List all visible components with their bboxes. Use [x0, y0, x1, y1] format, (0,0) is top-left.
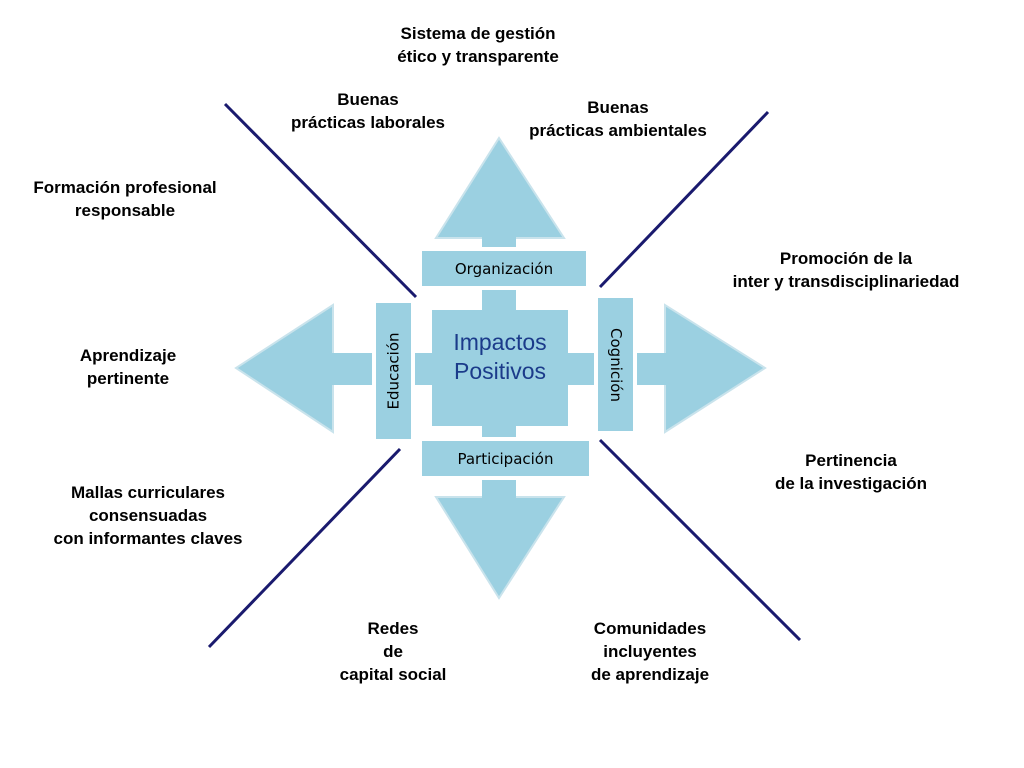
arrow-up [434, 136, 566, 239]
center-title-line-2: Positivos [453, 358, 547, 384]
divider-line-bottom-left [207, 447, 402, 649]
label-promocion: Promoción de la inter y transdisciplinar… [732, 249, 960, 291]
divider-line-top-left [223, 102, 418, 299]
box-cognicion: Cognición [598, 298, 633, 431]
box-organizacion: Organización [422, 251, 586, 286]
label-pertinencia: Pertinencia de la investigación [774, 451, 928, 493]
label-formacion: Formación profesional responsable [33, 178, 217, 220]
center-title: Impactos Positivos [453, 328, 546, 386]
box-educacion: Educación [376, 303, 411, 439]
divider-line-top-right [598, 110, 770, 289]
label-redes: Redes de capital social [339, 619, 447, 684]
label-practicas-laborales: Buenas prácticas laborales [290, 90, 446, 132]
box-participacion-label: Participación [457, 449, 554, 468]
center-square [432, 310, 568, 426]
arrow-left [234, 303, 334, 434]
arrow-down [434, 496, 566, 600]
label-comunidades: Comunidades incluyentes de aprendizaje [590, 619, 710, 684]
box-educacion-label: Educación [384, 332, 403, 410]
box-cognicion-label: Cognición [606, 327, 625, 402]
center-title-line-1: Impactos [453, 329, 547, 355]
label-aprendizaje: Aprendizaje pertinente [79, 346, 177, 388]
label-mallas: Mallas curriculares consensuadas con inf… [53, 483, 243, 548]
box-organizacion-label: Organización [454, 259, 554, 278]
label-sistema: Sistema de gestión ético y transparente [397, 24, 559, 66]
divider-line-bottom-right [598, 438, 802, 642]
label-practicas-ambientales: Buenas prácticas ambientales [529, 98, 707, 140]
arrow-right [664, 303, 767, 434]
box-participacion: Participación [422, 441, 589, 476]
